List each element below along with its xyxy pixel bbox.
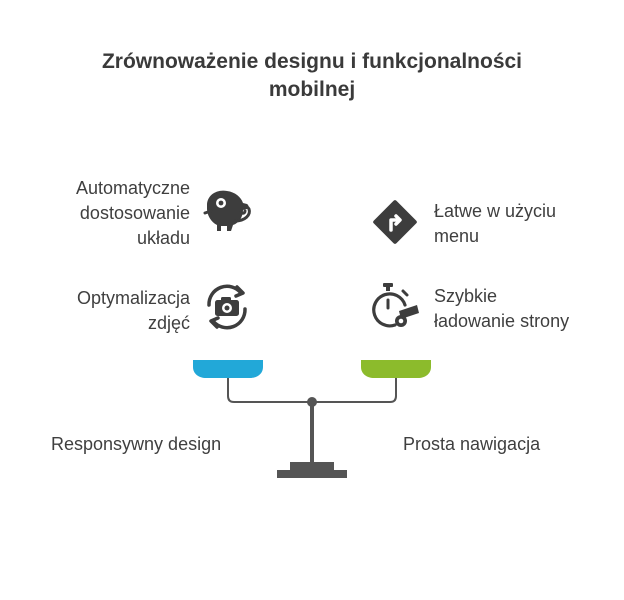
left-item-auto-layout-line-1: Automatyczne [75,178,190,198]
stopwatch-cannon-icon [369,281,421,333]
right-item-fast-loading-line-2: ładowanie strony [434,311,570,331]
right-item-easy-menu-line-2: menu [434,226,480,246]
direction-sign-icon [369,196,421,248]
left-item-auto-layout-line-2: dostosowanie [79,203,190,223]
left-side-label: Responsywny design [51,434,222,454]
right-item-easy-menu-line-1: Łatwe w użyciu [434,201,557,221]
chameleon-icon [201,183,253,235]
left-item-photo-optimization: Optymalizacja zdjęć [30,286,190,336]
right-pan [361,360,431,378]
scale-base-top [290,462,334,470]
scale-post [310,402,314,462]
scale-base-bottom [277,470,347,478]
right-side-label: Prosta nawigacja [403,434,541,454]
right-item-fast-loading: Szybkie ładowanie strony [434,284,614,334]
left-pan [193,360,263,378]
right-item-easy-menu: Łatwe w użyciu menu [434,199,614,249]
page-title: Zrównoważenie designu i funkcjonalności … [0,48,624,104]
left-item-auto-layout-line-3: układu [136,228,190,248]
left-item-photo-optimization-line-1: Optymalizacja [76,288,190,308]
right-item-fast-loading-line-1: Szybkie [434,286,498,306]
left-item-auto-layout: Automatyczne dostosowanie układu [30,176,190,251]
title-line-2: mobilnej [268,78,356,101]
title-line-1: Zrównoważenie designu i funkcjonalności [101,50,523,73]
camera-rotate-icon [201,281,253,333]
left-item-photo-optimization-line-2: zdjęć [147,313,190,333]
